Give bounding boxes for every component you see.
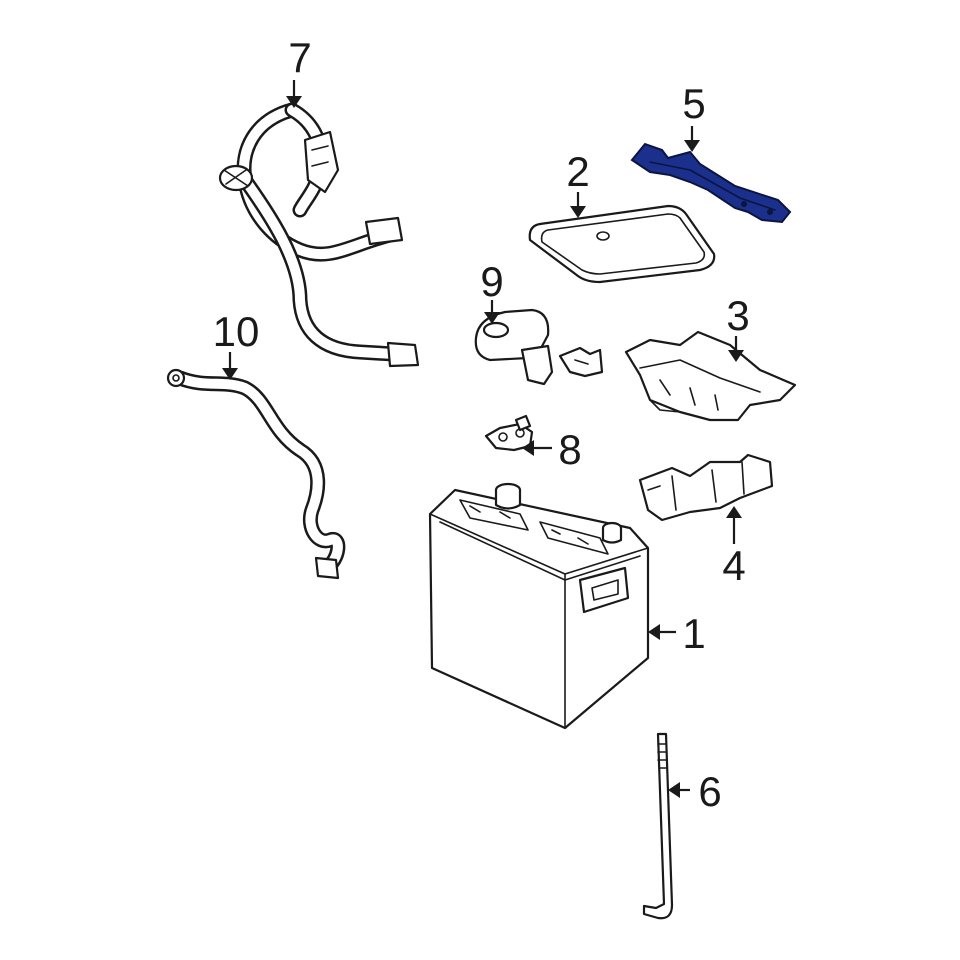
battery-tray[interactable] xyxy=(624,330,797,422)
tray-support-bracket[interactable] xyxy=(638,453,774,522)
callout-9: 9 xyxy=(480,258,504,324)
callout-3-label: 3 xyxy=(726,292,749,339)
callout-10: 10 xyxy=(213,308,260,380)
callout-6-label: 6 xyxy=(698,768,721,815)
callout-9-label: 9 xyxy=(480,258,503,305)
positive-cable-harness[interactable] xyxy=(218,102,420,368)
battery[interactable] xyxy=(428,482,650,730)
callout-10-label: 10 xyxy=(213,308,260,355)
callout-1: 1 xyxy=(648,610,706,657)
callout-6: 6 xyxy=(668,768,722,815)
callout-4-label: 4 xyxy=(722,542,745,589)
callout-1-label: 1 xyxy=(682,610,705,657)
callout-8-label: 8 xyxy=(558,426,581,473)
callout-7-label: 7 xyxy=(288,34,311,81)
hold-down-clamp[interactable] xyxy=(630,142,792,224)
callout-5-label: 5 xyxy=(682,80,705,127)
negative-cable[interactable] xyxy=(166,368,346,580)
callout-7: 7 xyxy=(286,34,312,108)
callout-5: 5 xyxy=(682,80,706,152)
callout-2-label: 2 xyxy=(566,148,589,195)
battery-tray-cover[interactable] xyxy=(528,204,716,284)
callout-2: 2 xyxy=(566,148,590,218)
callout-3: 3 xyxy=(726,292,750,362)
callout-4: 4 xyxy=(722,506,746,589)
hold-down-rod[interactable] xyxy=(642,732,674,920)
terminal-cover[interactable] xyxy=(474,308,604,386)
terminal-clamp[interactable] xyxy=(484,414,534,452)
callout-8: 8 xyxy=(522,426,582,473)
